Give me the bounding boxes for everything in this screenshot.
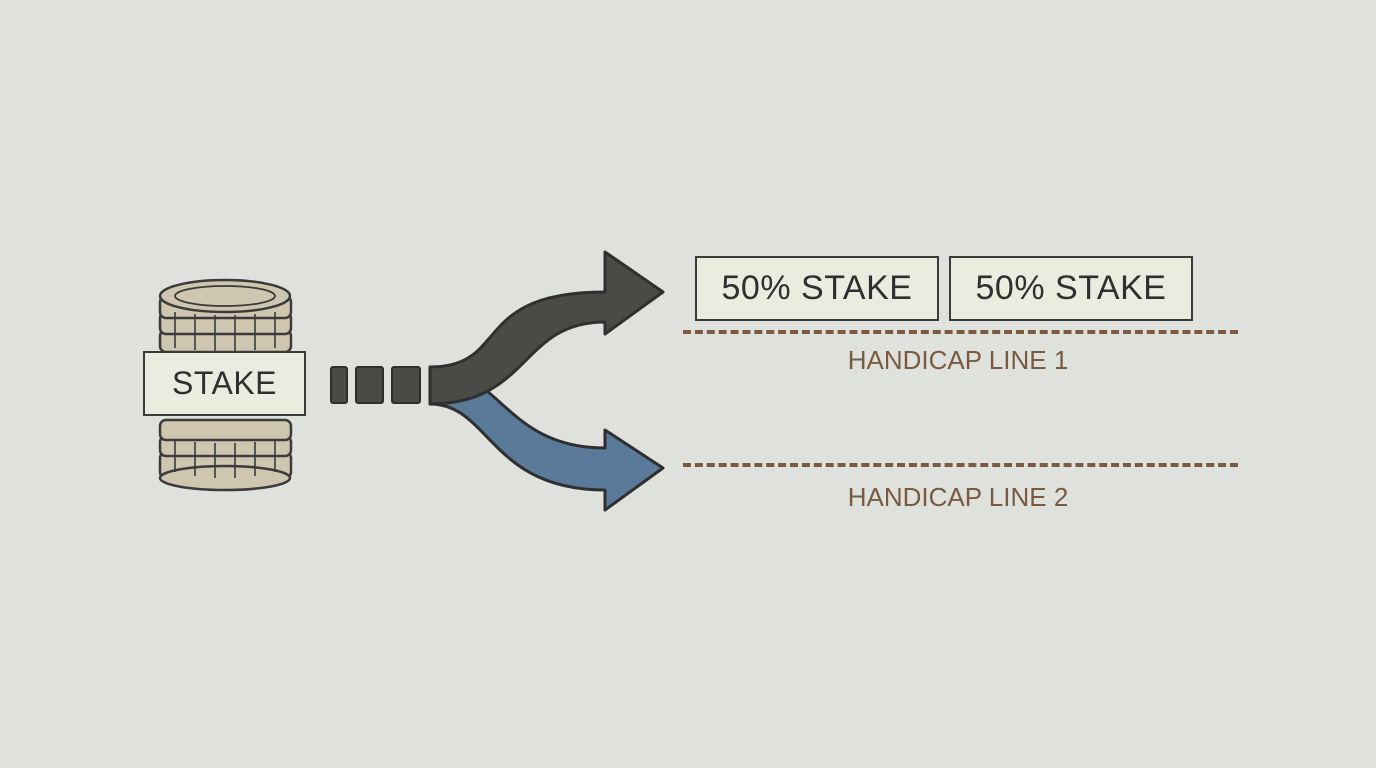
stake-label: STAKE (143, 351, 306, 416)
handicap-line-1-label: HANDICAP LINE 1 (847, 345, 1069, 375)
connector-dashes (330, 366, 421, 404)
split-stake-box-2: 50% STAKE (949, 256, 1193, 321)
upper-split-arrow (428, 250, 665, 406)
handicap-line-1 (683, 330, 1238, 334)
handicap-line-2-label: HANDICAP LINE 2 (847, 482, 1069, 512)
split-stake-box-1: 50% STAKE (695, 256, 939, 321)
handicap-line-2 (683, 463, 1238, 467)
coin-stack-icon (158, 278, 293, 492)
lower-split-arrow (428, 366, 665, 512)
